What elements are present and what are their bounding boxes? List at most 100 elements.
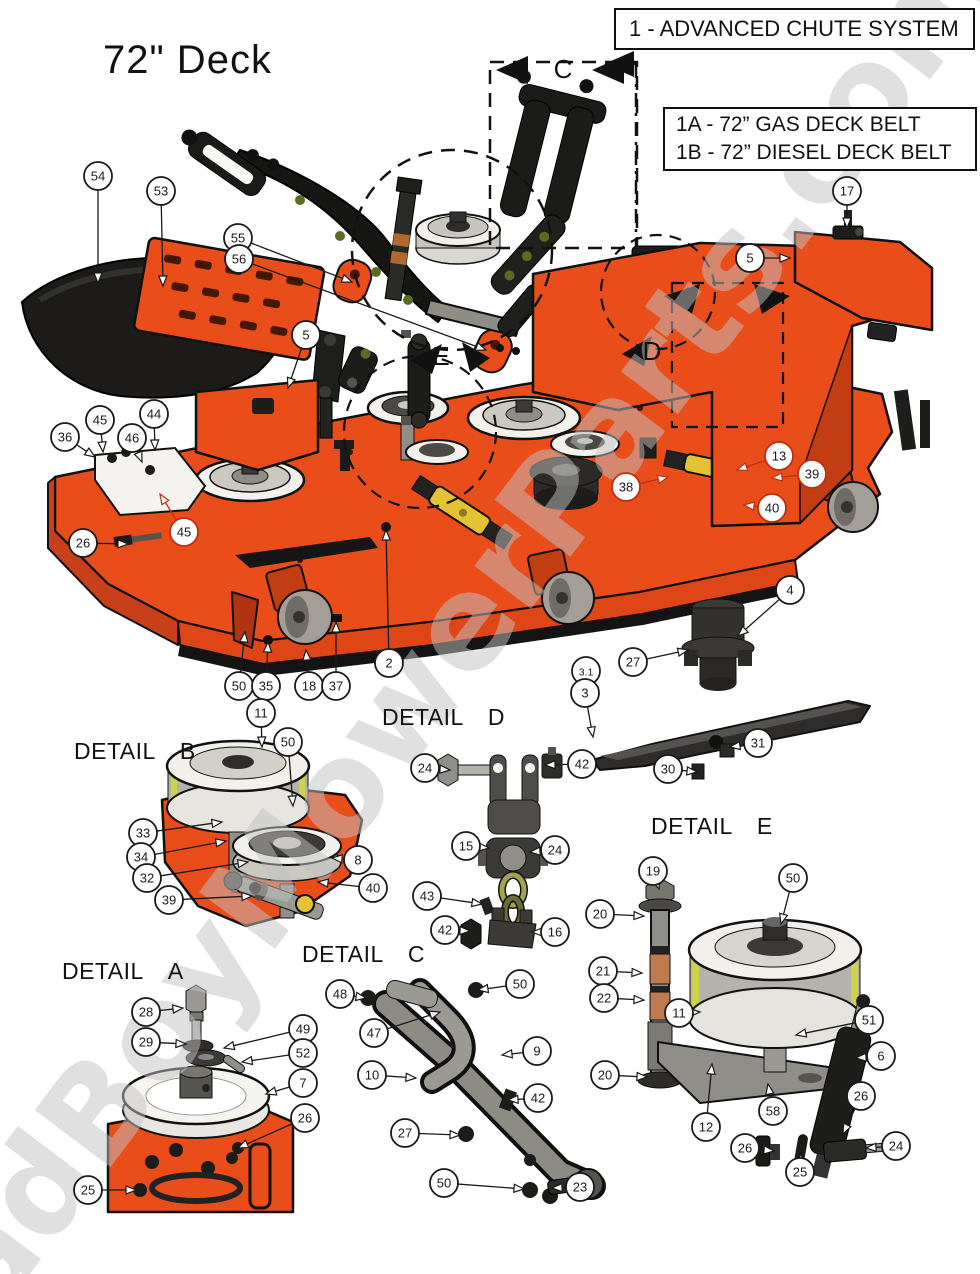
svg-text:47: 47 (367, 1026, 381, 1041)
left-bracket-hardware (94, 329, 378, 547)
callout-39: 39 (770, 459, 827, 489)
callout-23: 23 (550, 1172, 595, 1202)
callout-42: 42 (543, 749, 597, 779)
svg-text:26: 26 (854, 1089, 868, 1104)
callout-49: 49 (222, 1014, 318, 1051)
callout-24: 24 (528, 835, 570, 865)
svg-text:50: 50 (513, 977, 527, 992)
svg-text:16: 16 (548, 925, 562, 940)
svg-text:24: 24 (889, 1139, 903, 1154)
svg-text:20: 20 (593, 907, 607, 922)
callout-46: 46 (117, 423, 147, 464)
callout-7: 7 (264, 1068, 318, 1098)
svg-text:29: 29 (139, 1035, 153, 1050)
svg-text:11: 11 (254, 706, 268, 721)
callout-50: 50 (778, 863, 808, 926)
callout-13: 13 (735, 441, 794, 472)
callout-47: 47 (359, 1010, 442, 1048)
callout-53: 53 (146, 176, 176, 288)
svg-text:3: 3 (581, 686, 588, 701)
detail-a-art (106, 984, 295, 1214)
svg-text:58: 58 (766, 1104, 780, 1119)
svg-text:3.1: 3.1 (579, 667, 594, 679)
svg-text:34: 34 (134, 850, 148, 865)
svg-text:6: 6 (877, 1049, 884, 1064)
svg-text:25: 25 (793, 1165, 807, 1180)
detail-label-a: DETAIL A (62, 958, 184, 984)
svg-text:12: 12 (699, 1120, 713, 1135)
callout-27: 27 (390, 1118, 462, 1148)
svg-text:45: 45 (93, 413, 107, 428)
spindle-and-blade (591, 598, 871, 780)
svg-text:48: 48 (333, 987, 347, 1002)
section-letter-d: D (643, 336, 662, 366)
callout-51: 51 (794, 1005, 884, 1038)
callout-25: 25 (73, 1175, 138, 1205)
svg-text:50: 50 (786, 871, 800, 886)
svg-text:24: 24 (548, 843, 562, 858)
svg-text:42: 42 (531, 1091, 545, 1106)
svg-text:55: 55 (231, 231, 245, 246)
svg-text:46: 46 (125, 431, 139, 446)
svg-text:18: 18 (302, 679, 316, 694)
callout-16: 16 (530, 917, 570, 947)
callout-45: 45 (85, 405, 115, 454)
callout-11: 11 (664, 998, 702, 1028)
deck-body (47, 354, 894, 676)
detail-label-c: DETAIL C (302, 941, 425, 967)
callout-56: 56 (224, 244, 488, 351)
callout-55: 55 (223, 223, 354, 283)
svg-text:10: 10 (365, 1068, 379, 1083)
callout-50: 50 (476, 969, 535, 999)
callout-17: 17 (832, 176, 862, 230)
svg-text:5: 5 (302, 328, 309, 343)
callout-40: 40 (316, 873, 388, 903)
callout-26: 26 (68, 528, 130, 558)
callout-24: 24 (410, 753, 452, 783)
callout-12: 12 (691, 1062, 721, 1142)
callout-28: 28 (131, 997, 185, 1027)
page-title: 72" Deck (103, 38, 272, 82)
callout-19: 19 (638, 856, 668, 891)
callout-10: 10 (357, 1060, 418, 1090)
detail-label-b: DETAIL B (74, 738, 196, 764)
svg-text:4: 4 (786, 583, 793, 598)
callout-40: 40 (742, 493, 787, 523)
detail-label-e: DETAIL E (651, 813, 773, 839)
svg-text:23: 23 (573, 1180, 587, 1195)
svg-text:22: 22 (597, 991, 611, 1006)
svg-text:31: 31 (751, 736, 765, 751)
svg-text:9: 9 (533, 1044, 540, 1059)
svg-text:20: 20 (598, 1068, 612, 1083)
callout-39: 39 (154, 885, 254, 915)
svg-text:49: 49 (296, 1022, 310, 1037)
svg-text:53: 53 (154, 184, 168, 199)
svg-text:27: 27 (398, 1126, 412, 1141)
svg-text:50: 50 (281, 735, 295, 750)
legend-chute-label: 1 - ADVANCED CHUTE SYSTEM (629, 16, 959, 41)
svg-text:33: 33 (136, 826, 150, 841)
callout-27: 27 (618, 647, 690, 677)
callout-43: 43 (412, 881, 484, 911)
callout-26: 26 (236, 1103, 320, 1149)
svg-text:54: 54 (91, 169, 105, 184)
svg-text:2: 2 (385, 656, 392, 671)
svg-text:50: 50 (437, 1176, 451, 1191)
callout-21: 21 (588, 956, 644, 986)
callout-50: 50 (429, 1168, 526, 1198)
detail-b-art (160, 739, 364, 928)
svg-text:27: 27 (626, 655, 640, 670)
svg-text:21: 21 (596, 964, 610, 979)
svg-text:32: 32 (140, 871, 154, 886)
callout-9: 9 (500, 1036, 552, 1066)
section-letter-c: C (554, 54, 573, 84)
svg-text:5: 5 (746, 251, 753, 266)
callout-8: 8 (330, 845, 373, 875)
detail-d-art (437, 747, 563, 950)
callout-31: 31 (728, 728, 773, 758)
svg-text:36: 36 (58, 430, 72, 445)
anti-scalp-rollers (265, 458, 879, 645)
svg-text:44: 44 (147, 407, 161, 422)
callout-20: 20 (590, 1060, 649, 1090)
